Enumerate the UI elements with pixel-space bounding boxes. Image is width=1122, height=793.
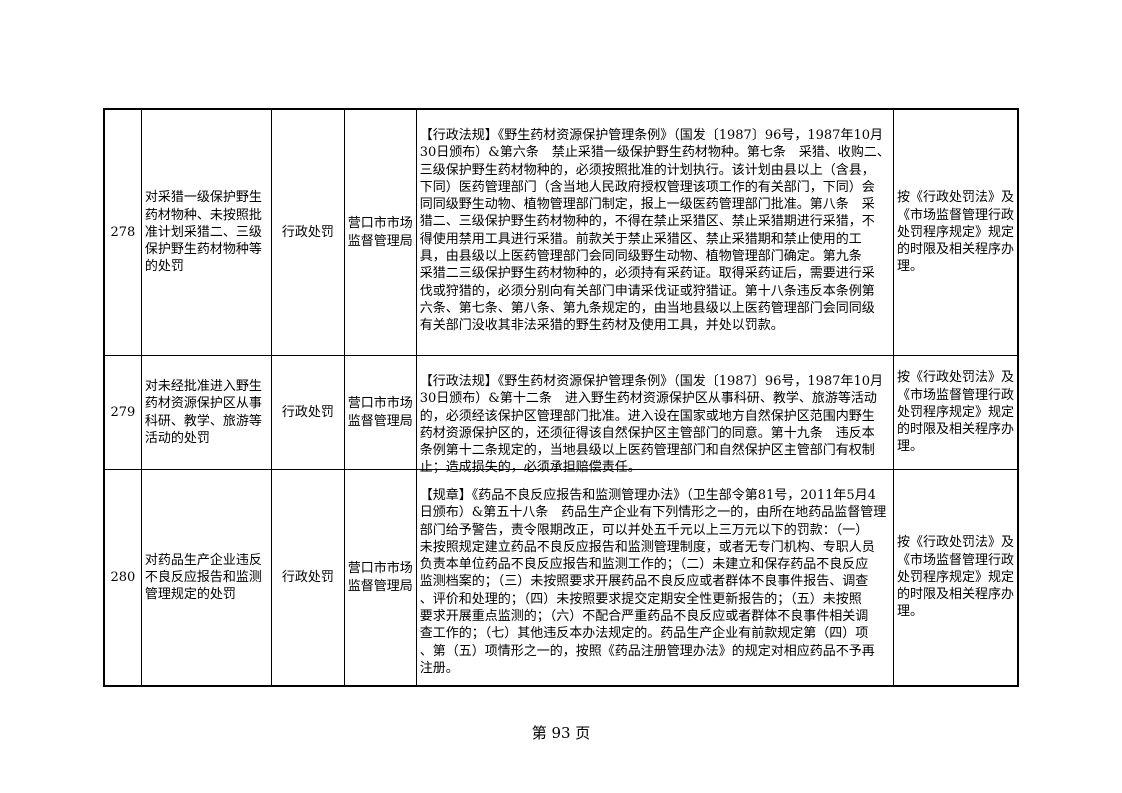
page-number: 第 93 页 bbox=[531, 724, 591, 742]
legal-basis-line: 要求开展重点监测的；（六）不配合严重药品不良反应或者群体不良事件相关调 bbox=[419, 609, 869, 625]
legal-basis-line: 同同级野生动物、植物管理部门制定，报上一级医药管理部门批准。第八条 采 bbox=[419, 197, 875, 213]
legal-basis-line: 注册。 bbox=[419, 660, 459, 676]
procedure: 按《行政处罚法》及《市场监督管理行政处罚程序规定》规定的时限及相关程序办理。 bbox=[893, 470, 1017, 685]
procedure-line: 的时限及相关程序办 bbox=[897, 242, 1015, 258]
procedure-line: 《市场监督管理行政 bbox=[897, 552, 1015, 568]
legal-basis-line: 药材资源保护区的，还须征得该自然保护区主管部门的同意。第十九条 违反本 bbox=[419, 425, 875, 441]
procedure-line: 《市场监督管理行政 bbox=[897, 207, 1015, 223]
procedure-line: 按《行政处罚法》及 bbox=[897, 535, 1015, 551]
procedure-line: 按《行政处罚法》及 bbox=[897, 370, 1015, 386]
item-name-line: 药材物种、未按照批 bbox=[144, 207, 262, 223]
procedure: 按《行政处罚法》及《市场监督管理行政处罚程序规定》规定的时限及相关程序办理。 bbox=[893, 356, 1017, 469]
legal-basis-line: 【行政法规】《野生药材资源保护管理条例》（国发〔1987〕96号，1987年10… bbox=[419, 128, 883, 143]
item-name: 对药品生产企业违反不良反应报告和监测管理规定的处罚 bbox=[140, 470, 271, 685]
legal-basis-line: 有关部门没收其非法采猎的野生药材及使用工具，并处以罚款。 bbox=[419, 318, 784, 334]
legal-basis: 【规章】《药品不良反应报告和监测管理办法》（卫生部令第81号，2011年5月4 日… bbox=[415, 470, 893, 685]
legal-basis-line: 未按照规定建立药品不良反应报告和监测管理制度，或者无专门机构、专职人员 bbox=[419, 539, 875, 555]
agency-lines: 营口市市场监督管理局 bbox=[348, 395, 413, 430]
item-name-line: 的处罚 bbox=[144, 259, 184, 275]
legal-basis-line: 30日颁布）&第十二条 进入野生药材资源保护区从事科研、教学、旅游等活动 bbox=[419, 391, 877, 407]
item-name-line: 对采猎一级保护野生 bbox=[144, 190, 262, 206]
legal-basis-line: 的，必须经该保护区管理部门批准。进入设在国家或地方自然保护区范围内野生 bbox=[419, 408, 875, 424]
legal-basis: 【行政法规】《野生药材资源保护管理条例》（国发〔1987〕96号，1987年10… bbox=[415, 110, 893, 355]
action-type: 行政处罚 bbox=[271, 110, 344, 355]
legal-basis-lines: 【行政法规】《野生药材资源保护管理条例》（国发〔1987〕96号，1987年10… bbox=[420, 373, 883, 477]
procedure-lines: 按《行政处罚法》及《市场监督管理行政处罚程序规定》规定的时限及相关程序办理。 bbox=[897, 534, 1014, 620]
legal-basis-line: 猎二、三级保护野生药材物种的，不得在禁止采猎区、禁止采猎期进行采猎，不 bbox=[419, 214, 875, 230]
legal-basis-line: 下同）医药管理部门（含当地人民政府授权管理该项工作的有关部门，下同）会 bbox=[419, 179, 875, 195]
procedure-line: 的时限及相关程序办 bbox=[897, 422, 1015, 438]
agency-line: 营口市市场 bbox=[347, 561, 413, 577]
item-name-line: 活动的处罚 bbox=[144, 430, 210, 446]
legal-basis-line: 日颁布）&第五十八条 药品生产企业有下列情形之一的，由所在地药品监督管理 bbox=[419, 505, 887, 521]
row-number: 280 bbox=[110, 569, 136, 585]
procedure-line: 理。 bbox=[897, 604, 924, 620]
legal-basis-line: 采猎二三级保护野生药材物种的，必须持有采药证。取得采药证后，需要进行采 bbox=[419, 266, 875, 282]
agency: 营口市市场监督管理局 bbox=[343, 110, 416, 355]
agency-lines: 营口市市场监督管理局 bbox=[348, 560, 413, 595]
legal-basis: 【行政法规】《野生药材资源保护管理条例》（国发〔1987〕96号，1987年10… bbox=[415, 356, 893, 475]
agency-line: 监督管理局 bbox=[347, 578, 413, 594]
item-name-line: 科研、教学、旅游等 bbox=[144, 413, 262, 429]
legal-basis-line: 部门给予警告，责令限期改正，可以并处五千元以上三万元以下的罚款：（一） bbox=[419, 522, 869, 538]
agency-line: 监督管理局 bbox=[347, 413, 413, 429]
item-name: 对未经批准进入野生药材资源保护区从事科研、教学、旅游等活动的处罚 bbox=[140, 356, 271, 469]
legal-basis-line: 伐或狩猎的，必须分别向有关部门申请采伐证或狩猎证。第十八条违反本条例第 bbox=[419, 283, 875, 299]
item-name-line: 保护野生药材物种等 bbox=[144, 242, 262, 258]
legal-basis-line: 监测档案的；（三）未按照要求开展药品不良反应或者群体不良事件报告、调查 bbox=[419, 574, 869, 590]
legal-basis-line: 30日颁布）&第六条 禁止采猎一级保护野生药材物种。第七条 采猎、收购二、 bbox=[419, 145, 890, 161]
legal-basis-line: 条例第十二条规定的，当地县级以上医药管理部门和自然保护区主管部门有权制 bbox=[419, 443, 875, 459]
legal-basis-line: 止；造成损失的，必须承担赔偿责任。 bbox=[419, 460, 641, 476]
legal-basis-lines: 【规章】《药品不良反应报告和监测管理办法》（卫生部令第81号，2011年5月4 日… bbox=[420, 487, 887, 677]
legal-basis-line: 六条、第七条、第八条、第九条规定的，由当地县级以上医药管理部门会同同级 bbox=[419, 300, 875, 316]
legal-basis-line: 【行政法规】《野生药材资源保护管理条例》（国发〔1987〕96号，1987年10… bbox=[419, 374, 883, 389]
item-name-line: 对药品生产企业违反 bbox=[144, 552, 262, 568]
procedure-line: 按《行政处罚法》及 bbox=[897, 190, 1015, 206]
action-type: 行政处罚 bbox=[271, 356, 344, 469]
legal-basis-line: 查工作的；（七）其他违反本办法规定的。药品生产企业有前款规定第（四）项 bbox=[419, 626, 869, 642]
item-name-line: 对未经批准进入野生 bbox=[144, 378, 262, 394]
procedure-line: 处罚程序规定》规定 bbox=[897, 224, 1015, 240]
legal-basis-line: 负责本单位药品不良反应报告和监测工作的；（二）未建立和保存药品不良反应 bbox=[419, 557, 869, 573]
row-number: 278 bbox=[110, 224, 136, 240]
procedure-line: 《市场监督管理行政 bbox=[897, 387, 1015, 403]
agency-line: 监督管理局 bbox=[347, 233, 413, 249]
procedure-line: 的时限及相关程序办 bbox=[897, 587, 1015, 603]
item-name-line: 准计划采猎二、三级 bbox=[144, 224, 262, 240]
legal-basis-line: 【规章】《药品不良反应报告和监测管理办法》（卫生部令第81号，2011年5月4 bbox=[419, 488, 876, 503]
legal-basis-line: 具，由县级以上医药管理部门会同同级野生动物、植物管理部门确定。第九条 bbox=[419, 249, 862, 265]
agency: 营口市市场监督管理局 bbox=[343, 470, 416, 685]
legal-basis-line: 得使用禁用工具进行采猎。前款关于禁止采猎区、禁止采猎期和禁止使用的工 bbox=[419, 231, 862, 247]
row-number: 279 bbox=[110, 404, 136, 420]
item-name-lines: 对未经批准进入野生药材资源保护区从事科研、教学、旅游等活动的处罚 bbox=[145, 378, 262, 447]
agency-line: 营口市市场 bbox=[347, 216, 413, 232]
action-type: 行政处罚 bbox=[271, 470, 344, 685]
procedure-line: 处罚程序规定》规定 bbox=[897, 404, 1015, 420]
procedure-line: 处罚程序规定》规定 bbox=[897, 569, 1015, 585]
legal-basis-lines: 【行政法规】《野生药材资源保护管理条例》（国发〔1987〕96号，1987年10… bbox=[420, 127, 890, 335]
item-name-lines: 对药品生产企业违反不良反应报告和监测管理规定的处罚 bbox=[145, 552, 262, 604]
procedure-lines: 按《行政处罚法》及《市场监督管理行政处罚程序规定》规定的时限及相关程序办理。 bbox=[897, 189, 1014, 275]
legal-basis-line: 三级保护野生药材物种的，必须按照批准的计划执行。该计划由县以上（含县， bbox=[419, 162, 875, 178]
procedure-line: 理。 bbox=[897, 259, 924, 275]
item-name-lines: 对采猎一级保护野生药材物种、未按照批准计划采猎二、三级保护野生药材物种等的处罚 bbox=[145, 189, 262, 275]
procedure-line: 理。 bbox=[897, 439, 924, 455]
item-name-line: 管理规定的处罚 bbox=[144, 587, 236, 603]
procedure: 按《行政处罚法》及《市场监督管理行政处罚程序规定》规定的时限及相关程序办理。 bbox=[893, 110, 1017, 355]
item-name-line: 不良反应报告和监测 bbox=[144, 569, 262, 585]
legal-basis-line: 、评价和处理的；（四）未按照要求提交定期安全性更新报告的；（五）未按照 bbox=[419, 591, 862, 607]
legal-basis-line: 、第（五）项情形之一的，按照《药品注册管理办法》的规定对相应药品不予再 bbox=[419, 643, 875, 659]
agency: 营口市市场监督管理局 bbox=[343, 356, 416, 469]
agency-line: 营口市市场 bbox=[347, 396, 413, 412]
agency-lines: 营口市市场监督管理局 bbox=[348, 215, 413, 250]
procedure-lines: 按《行政处罚法》及《市场监督管理行政处罚程序规定》规定的时限及相关程序办理。 bbox=[897, 369, 1014, 455]
item-name-line: 药材资源保护区从事 bbox=[144, 396, 262, 412]
item-name: 对采猎一级保护野生药材物种、未按照批准计划采猎二、三级保护野生药材物种等的处罚 bbox=[140, 110, 271, 355]
